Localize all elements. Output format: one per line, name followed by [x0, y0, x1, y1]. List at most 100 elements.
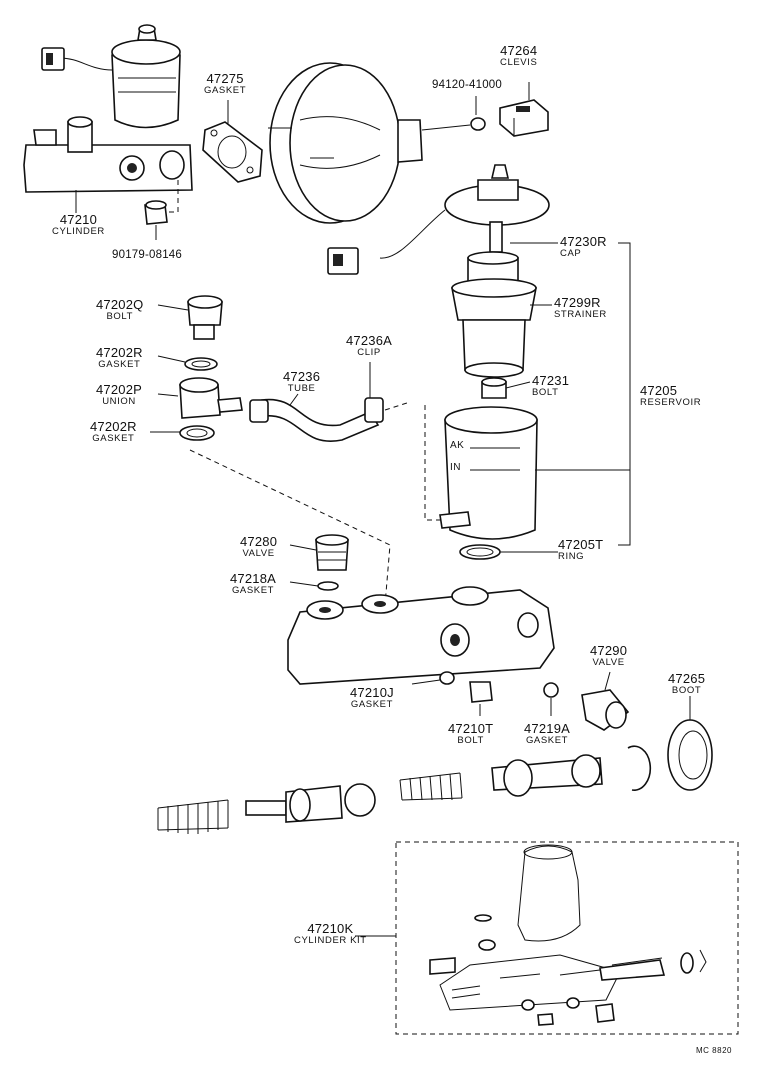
label-47275-number: 47275	[206, 71, 244, 86]
reservoir-body-47205	[424, 405, 538, 540]
label-47202r-top: 47202R GASKET	[96, 346, 143, 370]
piston-primary	[491, 754, 603, 797]
label-47290-name: VALVE	[592, 657, 625, 668]
label-47236: 47236 TUBE	[283, 370, 320, 394]
tube-47236	[249, 397, 411, 442]
label-47202q-number: 47202Q	[96, 297, 144, 312]
master-cylinder-assembly	[23, 24, 193, 213]
label-47205: 47205 RESERVOIR	[640, 384, 701, 408]
label-47210j-name: GASKET	[350, 699, 393, 710]
label-47264-name: CLEVIS	[500, 57, 538, 68]
label-47219a-name: GASKET	[525, 735, 569, 746]
label-47299r-number: 47299R	[554, 295, 601, 310]
nut-90179-08146	[144, 200, 168, 225]
footer-code: MC 8820	[696, 1046, 732, 1055]
label-47202r-bottom: 47202R GASKET	[90, 420, 137, 444]
reservoir-cap-47230r	[327, 164, 550, 275]
label-47231-number: 47231	[532, 373, 570, 388]
label-47236a-name: CLIP	[357, 347, 381, 358]
cylinder-kit-box	[395, 841, 739, 1035]
label-47202p-number: 47202P	[96, 382, 143, 397]
reservoir-min-mark: IN	[450, 462, 461, 473]
gasket-47202r-bottom	[179, 425, 215, 441]
strainer-47299r	[451, 251, 537, 378]
label-94120-41000: 94120-41000	[432, 79, 502, 92]
leader-lines	[75, 82, 691, 937]
label-47202r-top-number: 47202R	[96, 345, 143, 360]
label-47290-number: 47290	[590, 643, 628, 658]
valve-47290	[581, 689, 630, 731]
gasket-47210j	[439, 671, 455, 685]
label-47202q: 47202Q BOLT	[96, 298, 143, 322]
label-47230r: 47230R CAP	[560, 235, 607, 259]
label-47231: 47231 BOLT	[532, 374, 569, 398]
label-47202p: 47202P UNION	[96, 383, 142, 407]
label-47265-name: BOOT	[671, 685, 702, 696]
label-47275: 47275 GASKET	[204, 72, 246, 96]
label-47290: 47290 VALVE	[590, 644, 627, 668]
gasket-47219a	[543, 682, 559, 698]
label-47202r-bottom-number: 47202R	[90, 419, 137, 434]
label-47210-number: 47210	[59, 212, 97, 227]
label-47218a: 47218A GASKET	[230, 572, 276, 596]
label-47219a-number: 47219A	[524, 721, 571, 736]
connector-dash	[189, 449, 391, 606]
label-90179-number: 90179-08146	[112, 249, 182, 261]
brake-booster	[268, 62, 471, 224]
label-47210k-number: 47210K	[307, 921, 354, 936]
label-47218a-name: GASKET	[231, 585, 275, 596]
spring-left	[157, 799, 229, 834]
union-47202p	[179, 377, 243, 419]
snap-ring	[627, 745, 652, 792]
label-47236a: 47236A CLIP	[346, 334, 392, 358]
label-47236-name: TUBE	[287, 383, 316, 394]
label-47236a-number: 47236A	[346, 333, 393, 348]
spring-middle	[399, 772, 463, 801]
label-47218a-number: 47218A	[230, 571, 277, 586]
gasket-47218a	[317, 581, 339, 591]
label-47205t: 47205T RING	[558, 538, 603, 562]
label-47265: 47265 BOOT	[668, 672, 705, 696]
label-47236-number: 47236	[283, 369, 321, 384]
ring-47205t	[459, 544, 501, 560]
label-47264: 47264 CLEVIS	[500, 44, 537, 68]
label-47210j: 47210J GASKET	[350, 686, 394, 710]
bolt-47202q	[187, 295, 223, 340]
label-47202q-name: BOLT	[106, 311, 133, 322]
gasket-47275-shape	[202, 121, 263, 183]
label-47210k: 47210K CYLINDER KIT	[294, 922, 367, 946]
gasket-47202r-top	[184, 357, 218, 371]
label-47265-number: 47265	[668, 671, 706, 686]
label-47280: 47280 VALVE	[240, 535, 277, 559]
bolt-47231	[481, 377, 507, 399]
label-47210k-name: CYLINDER KIT	[294, 935, 367, 946]
label-47299r: 47299R STRAINER	[554, 296, 607, 320]
label-94120-number: 94120-41000	[432, 79, 502, 91]
label-47299r-name: STRAINER	[554, 309, 607, 320]
label-47280-name: VALVE	[242, 548, 275, 559]
label-47205-number: 47205	[640, 383, 678, 398]
label-47210t: 47210T BOLT	[448, 722, 493, 746]
valve-47280	[315, 534, 349, 571]
clevis-47264	[499, 99, 549, 137]
nut-94120-41000	[470, 117, 486, 131]
cylinder-body	[287, 586, 555, 685]
label-47264-number: 47264	[500, 43, 538, 58]
label-47205t-number: 47205T	[558, 537, 604, 552]
label-47210: 47210 CYLINDER	[52, 213, 105, 237]
piston-secondary	[245, 783, 376, 823]
label-47210t-name: BOLT	[457, 735, 484, 746]
label-90179-08146: 90179-08146	[112, 249, 182, 262]
label-47230r-name: CAP	[560, 248, 582, 259]
label-47205t-name: RING	[558, 551, 585, 562]
label-47280-number: 47280	[240, 534, 278, 549]
label-47210j-number: 47210J	[350, 685, 394, 700]
label-47202p-name: UNION	[102, 396, 136, 407]
label-47202r-bottom-name: GASKET	[92, 433, 135, 444]
label-47231-name: BOLT	[532, 387, 559, 398]
boot-47265	[667, 719, 713, 791]
label-47210t-number: 47210T	[448, 721, 494, 736]
reservoir-max-mark: AK	[450, 440, 465, 451]
label-47275-name: GASKET	[204, 85, 247, 96]
